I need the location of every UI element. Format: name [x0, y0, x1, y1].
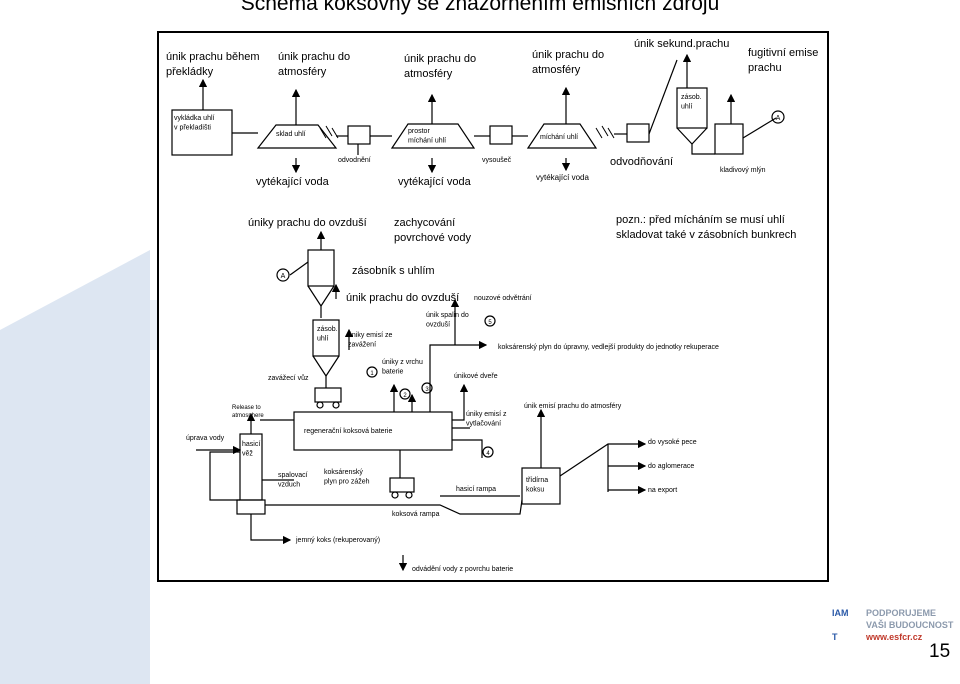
label-coal-silo-top: zásob.uhlí [681, 94, 702, 110]
label-quench-ramp: hasicí rampa [456, 486, 496, 493]
footer-line-2: VAŠI BUDOUCNOST [866, 620, 954, 630]
callout-a-1: A [281, 273, 286, 280]
footer-line-1: PODPORUJEME [866, 608, 937, 618]
label-coal-bunker: zásobník s uhlím [352, 265, 435, 277]
coal-mixing-pile-2 [526, 123, 598, 149]
label-leaking-doors: únikové dveře [454, 373, 498, 380]
label-coke-oven-gas: koksárenský plyn do úpravny, vedlejší pr… [498, 344, 719, 351]
conveyor-hatch-2 [595, 125, 615, 139]
label-water-drainage: odvádění vody z povrchu baterie [412, 566, 513, 573]
coke-oven-battery [293, 411, 453, 451]
label-water-outflow-1: vytékající voda [256, 176, 330, 188]
label-dust-to-air-2: únik prachu do ovzduší [346, 292, 459, 304]
coal-mixing-pile [390, 123, 476, 149]
label-dryer: vysoušeč [482, 157, 512, 164]
label-export: na export [648, 487, 677, 494]
callout-4: 4 [486, 451, 490, 457]
label-water-treatment: úprava vody [186, 435, 225, 442]
label-dust-emission-atm: únik emisí prachu do atmosféry [524, 403, 622, 410]
label-blast-furnace: do vysoké pece [648, 439, 697, 446]
esf-branding: IAM T PODPORUJEME VAŠI BUDOUCNOST www.es… [832, 603, 960, 653]
label-dust-to-air: úniky prachu do ovzduší [248, 217, 367, 229]
footer-left-fragment-2: T [832, 632, 838, 642]
label-secondary-dust: únik sekund.prachu [634, 38, 729, 50]
label-sinter-plant: do aglomerace [648, 463, 694, 470]
label-emergency-vent: nouzové odvětrání [474, 295, 532, 302]
dewatering-box [347, 125, 371, 145]
label-coke-ramp: koksová rampa [392, 511, 440, 518]
hammer-mill-box [714, 123, 744, 155]
label-dewatering: odvodnění [338, 157, 371, 164]
coal-storage-pile [256, 124, 338, 149]
label-coal-silo-mid: zásob.uhlí [317, 326, 338, 342]
dryer-box [489, 125, 513, 145]
coal-silo-hopper [676, 127, 708, 145]
footer-url-link[interactable]: www.esfcr.cz [866, 632, 923, 642]
callout-a-2: A [776, 115, 781, 122]
coal-bunker [307, 249, 335, 287]
callout-3: 3 [425, 387, 429, 393]
label-charging-car: zavážecí vůz [268, 374, 309, 382]
coal-silo-top [676, 87, 708, 129]
label-water-outflow-2: vytékající voda [398, 176, 472, 188]
callout-2: 2 [403, 393, 407, 399]
charging-car [314, 387, 342, 403]
charging-bunker-hopper [312, 355, 340, 378]
coal-bunker-hopper [307, 285, 335, 308]
label-coke-fines: jemný koks (rekuperovaný) [295, 537, 380, 544]
page-title: Schéma koksovny se znázorněním emisních … [240, 0, 720, 15]
diagram-frame [157, 31, 829, 582]
label-hammer-mill: kladivový mlýn [720, 167, 766, 174]
label-drainage: odvodňování [610, 156, 673, 168]
footer-left-fragment-1: IAM [832, 608, 849, 618]
callout-5: 5 [488, 320, 492, 326]
callout-1: 1 [370, 371, 374, 377]
charging-bunker [312, 319, 340, 357]
label-coal-mixing: míchání uhlí [540, 134, 578, 141]
drain-box [626, 123, 650, 143]
page-number: 15 [929, 641, 951, 662]
label-water-outflow-3: vytékající voda [536, 173, 589, 182]
quench-car [389, 477, 415, 493]
conveyor-hatch-1 [319, 125, 339, 139]
quench-base [236, 499, 266, 515]
label-regenerative-battery: regenerační koksová baterie [304, 428, 392, 435]
label-coal-storage: sklad uhlí [276, 131, 306, 138]
